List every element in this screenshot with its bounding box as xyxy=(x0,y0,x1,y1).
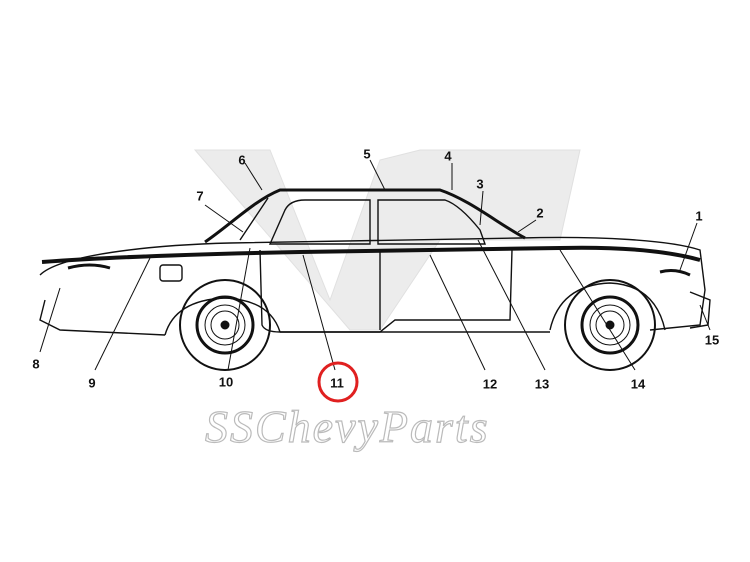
rear-wheel xyxy=(179,279,271,371)
callout-15[interactable]: 15 xyxy=(704,332,720,348)
callout-5[interactable]: 5 xyxy=(363,146,371,162)
callout-7[interactable]: 7 xyxy=(196,188,204,204)
callout-2[interactable]: 2 xyxy=(536,205,544,221)
callout-3[interactable]: 3 xyxy=(476,176,484,192)
callout-9[interactable]: 9 xyxy=(88,375,96,391)
callout-4[interactable]: 4 xyxy=(444,148,452,164)
watermark-text: SSChevyParts xyxy=(204,401,490,452)
callout-10[interactable]: 10 xyxy=(218,374,234,390)
callout-13[interactable]: 13 xyxy=(534,376,550,392)
callout-14[interactable]: 14 xyxy=(630,376,646,392)
callout-8[interactable]: 8 xyxy=(32,356,40,372)
callout-6[interactable]: 6 xyxy=(238,152,246,168)
highlight-circle xyxy=(317,361,359,403)
callout-1[interactable]: 1 xyxy=(695,208,703,224)
callout-12[interactable]: 12 xyxy=(482,376,498,392)
front-wheel xyxy=(564,279,656,371)
callout-11[interactable]: 11 xyxy=(330,375,344,391)
leader-lines xyxy=(39,159,711,371)
